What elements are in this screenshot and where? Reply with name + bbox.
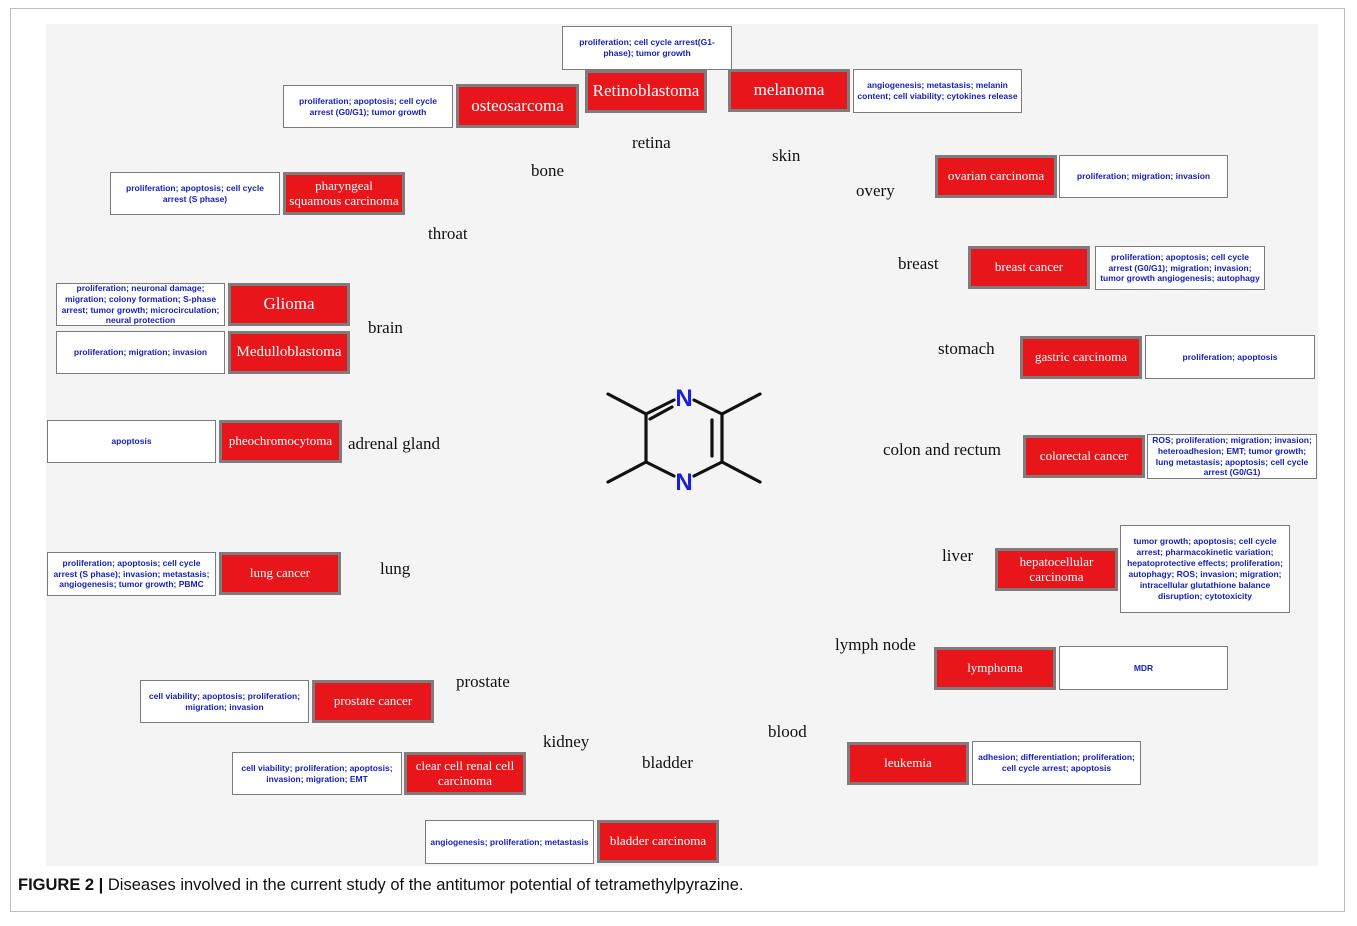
effects-prostate-cancer: cell viability; apoptosis; proliferation…: [140, 680, 309, 723]
disease-pheochromocytoma: pheochromocytoma: [219, 420, 342, 463]
ring-bond: [644, 460, 676, 478]
disease-retinoblastoma: Retinoblastoma: [585, 70, 707, 113]
disease-medulloblastoma: Medulloblastoma: [228, 331, 350, 374]
figure-frame: [10, 8, 1345, 912]
methyl-bond: [606, 460, 648, 484]
organ-adrenal-gland: adrenal gland: [348, 434, 441, 453]
disease-bladder-carcinoma: bladder carcinoma: [597, 820, 719, 863]
effects-breast-cancer: proliferation; apoptosis; cell cycle arr…: [1095, 246, 1265, 290]
effects-osteosarcoma: proliferation; apoptosis; cell cycle arr…: [283, 85, 453, 128]
organ-liver: liver: [942, 546, 974, 565]
effects-lung-cancer: proliferation; apoptosis; cell cycle arr…: [47, 552, 216, 596]
organ-prostate: prostate: [456, 672, 510, 691]
organ-retina: retina: [632, 133, 671, 152]
ring-double-bond: [648, 405, 674, 421]
tetramethylpyrazine-structure: N N: [606, 385, 762, 496]
disease-hepatocellular-carcinoma: hepatocellular carcinoma: [995, 548, 1118, 591]
nitrogen-atom-bottom: N: [675, 469, 692, 496]
effects-melanoma: angiogenesis; metastasis; melanin conten…: [853, 69, 1022, 113]
disease-lymphoma: lymphoma: [934, 647, 1056, 690]
figure-caption-text: Diseases involved in the current study o…: [107, 876, 744, 894]
organ-lung: lung: [380, 559, 411, 578]
effects-glioma: proliferation; neuronal damage; migratio…: [56, 283, 225, 326]
effects-lymphoma: MDR: [1059, 646, 1228, 690]
disease-pharyngeal-squamous-carcinoma: pharyngeal squamous carcinoma: [283, 172, 405, 215]
effects-bladder-carcinoma: angiogenesis; proliferation; metastasis: [425, 820, 594, 864]
effects-retinoblastoma: proliferation; cell cycle arrest(G1-phas…: [562, 26, 732, 70]
disease-ovarian-carcinoma: ovarian carcinoma: [935, 155, 1057, 198]
organ-lymph-node: lymph node: [835, 635, 916, 654]
disease-lung-cancer: lung cancer: [219, 552, 341, 595]
organ-bone: bone: [531, 161, 565, 180]
effects-ovarian: proliferation; migration; invasion: [1059, 155, 1228, 198]
disease-leukemia: leukemia: [847, 742, 969, 785]
disease-osteosarcoma: osteosarcoma: [456, 84, 579, 128]
effects-clear-cell-renal: cell viability; proliferation; apoptosis…: [232, 752, 402, 795]
ring-bond: [692, 398, 724, 416]
figure-caption: FIGURE 2 | Diseases involved in the curr…: [18, 876, 743, 895]
effects-leukemia: adhesion; differentiation; proliferation…: [972, 741, 1141, 785]
organ-brain: brain: [368, 318, 403, 337]
ring-bond: [644, 398, 676, 416]
effects-pheochromocytoma: apoptosis: [47, 420, 216, 463]
effects-medulloblastoma: proliferation; migration; invasion: [56, 331, 225, 374]
disease-gastric-carcinoma: gastric carcinoma: [1020, 336, 1142, 379]
disease-colorectal-cancer: colorectal cancer: [1023, 435, 1145, 478]
organ-overy: overy: [856, 181, 895, 200]
effects-hepatocellular: tumor growth; apoptosis; cell cycle arre…: [1120, 525, 1290, 613]
disease-glioma: Glioma: [228, 283, 350, 326]
effects-pharyngeal: proliferation; apoptosis; cell cycle arr…: [110, 172, 280, 215]
organ-stomach: stomach: [938, 339, 995, 358]
organ-throat: throat: [428, 224, 468, 243]
disease-prostate-cancer: prostate cancer: [312, 680, 434, 723]
nitrogen-atom-top: N: [675, 385, 692, 412]
effects-gastric: proliferation; apoptosis: [1145, 335, 1315, 379]
disease-breast-cancer: breast cancer: [968, 246, 1090, 289]
disease-melanoma: melanoma: [728, 69, 850, 112]
disease-clear-cell-renal-cell-carcinoma: clear cell renal cell carcinoma: [404, 752, 526, 795]
effects-colorectal: ROS; proliferation; migration; invasion;…: [1147, 434, 1317, 479]
ring-bond: [692, 460, 724, 478]
organ-breast: breast: [898, 254, 939, 273]
organ-kidney: kidney: [543, 732, 590, 751]
organ-bladder: bladder: [642, 753, 693, 772]
organ-colon-and-rectum: colon and rectum: [883, 440, 1002, 459]
methyl-bond: [720, 460, 762, 484]
figure-caption-label: FIGURE 2 |: [18, 876, 104, 894]
methyl-bond: [606, 392, 648, 416]
organ-skin: skin: [772, 146, 801, 165]
methyl-bond: [720, 392, 762, 416]
organ-blood: blood: [768, 722, 807, 741]
